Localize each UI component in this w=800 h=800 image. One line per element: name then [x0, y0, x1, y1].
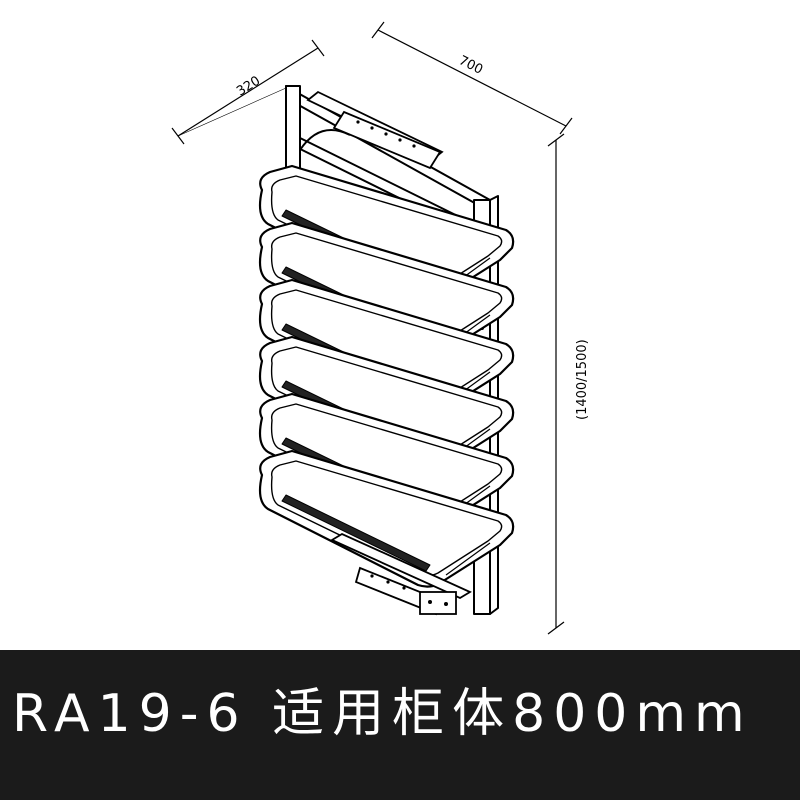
width-dimension-tick-end	[559, 117, 573, 135]
caption-bar: RA19-6 适用柜体800mm	[0, 650, 800, 800]
top-mounting-bracket	[306, 90, 444, 170]
baskets-group	[258, 164, 515, 588]
basket-inner-rim	[270, 175, 503, 292]
depth-dimension-label: 320	[234, 74, 263, 100]
height-dimension	[547, 133, 565, 635]
product-caption: RA19-6 适用柜体800mm	[12, 684, 753, 744]
depth-dimension-tick-end	[311, 39, 325, 57]
width-dimension-line	[377, 29, 567, 127]
basket-floor-edge	[281, 494, 431, 572]
depth-dimension-line	[177, 47, 319, 137]
depth-dimension	[171, 39, 325, 145]
bottom-bracket-screws	[370, 574, 448, 606]
top-bracket-plate	[332, 110, 442, 170]
height-dimension-tick-end	[547, 621, 565, 635]
width-dimension-tick-start	[371, 21, 385, 39]
basket-6	[258, 449, 515, 588]
basket-side-wall	[445, 542, 491, 576]
width-dimension	[371, 21, 573, 135]
depth-extension-line	[177, 87, 287, 137]
top-bracket-screws	[356, 120, 416, 148]
bottom-bracket-rail	[330, 532, 472, 600]
bottom-bracket-hinge	[419, 591, 457, 615]
basket-inner-rim	[270, 289, 503, 406]
basket-inner-rim	[270, 403, 503, 520]
basket-inner-rim	[270, 460, 503, 577]
height-dimension-tick-start	[547, 133, 565, 147]
width-dimension-label: 700	[456, 53, 485, 78]
product-line-drawing: 320 700 (1400/1500)	[171, 21, 590, 635]
basket-inner-rim	[270, 346, 503, 463]
bottom-mounting-bracket	[330, 532, 472, 616]
height-dimension-label: (1400/1500)	[575, 339, 590, 420]
basket-inner-rim	[270, 232, 503, 349]
